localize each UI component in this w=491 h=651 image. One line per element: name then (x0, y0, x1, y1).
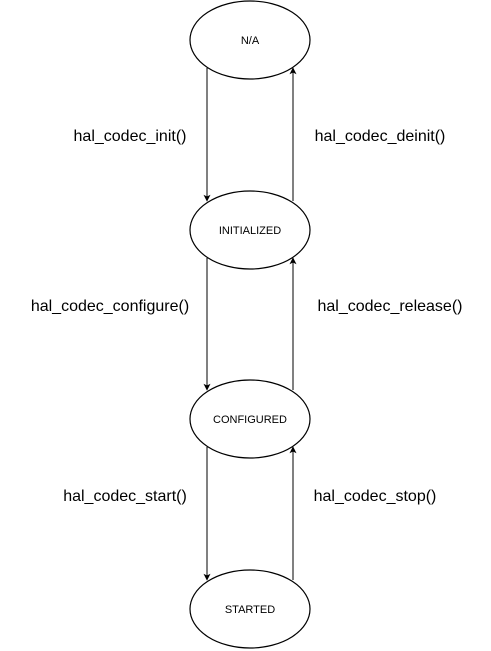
label-start: hal_codec_start() (63, 488, 187, 505)
state-configured[interactable]: CONFIGURED (189, 379, 311, 459)
label-init: hal_codec_init() (74, 128, 187, 145)
state-na-label: N/A (241, 35, 260, 47)
state-started-label: STARTED (225, 604, 275, 616)
state-initialized[interactable]: INITIALIZED (189, 190, 311, 270)
state-na[interactable]: N/A (189, 0, 311, 80)
label-configure: hal_codec_configure() (31, 298, 189, 315)
state-started-shape (189, 569, 311, 649)
state-configured-label: CONFIGURED (213, 414, 287, 426)
label-release: hal_codec_release() (318, 298, 463, 315)
state-na-shape (189, 0, 311, 80)
state-initialized-label: INITIALIZED (219, 225, 281, 237)
state-configured-shape (189, 379, 311, 459)
label-stop: hal_codec_stop() (314, 488, 437, 505)
state-initialized-shape (189, 190, 311, 270)
label-deinit: hal_codec_deinit() (315, 128, 446, 145)
state-started[interactable]: STARTED (189, 569, 311, 649)
